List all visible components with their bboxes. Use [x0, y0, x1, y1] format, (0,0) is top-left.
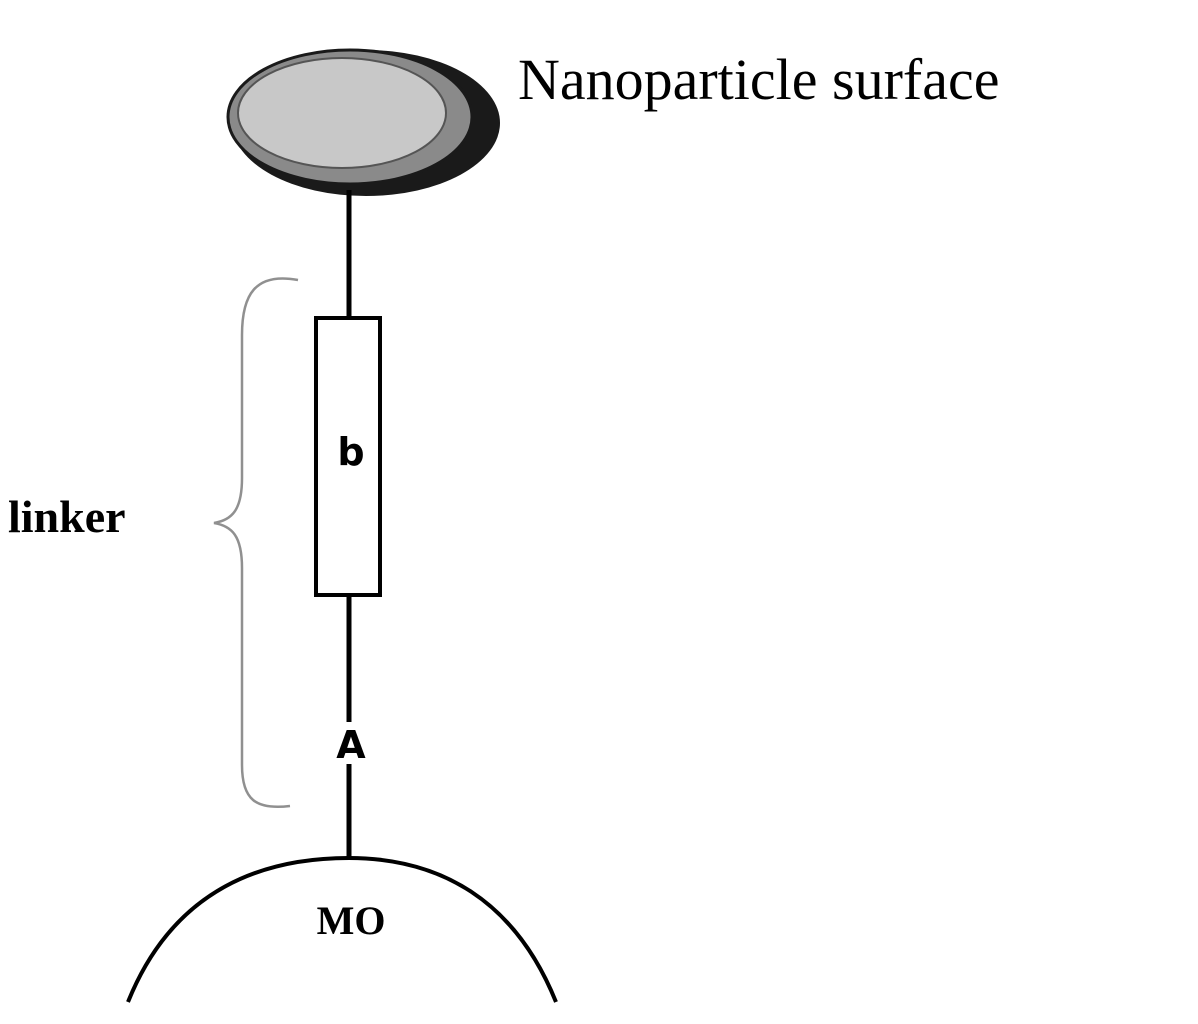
- nanoparticle: [226, 48, 500, 196]
- nanoparticle-label: Nanoparticle surface: [518, 47, 999, 112]
- metal-oxide-label: MO: [317, 898, 386, 943]
- spacer-box: [314, 316, 382, 597]
- linker-brace: [213, 277, 299, 809]
- nanoparticle-face: [237, 57, 447, 169]
- spacer-label: b: [337, 430, 364, 474]
- metal-oxide-surface: [126, 855, 558, 1003]
- linker-label: linker: [8, 491, 126, 542]
- anchor-label: A: [336, 723, 366, 767]
